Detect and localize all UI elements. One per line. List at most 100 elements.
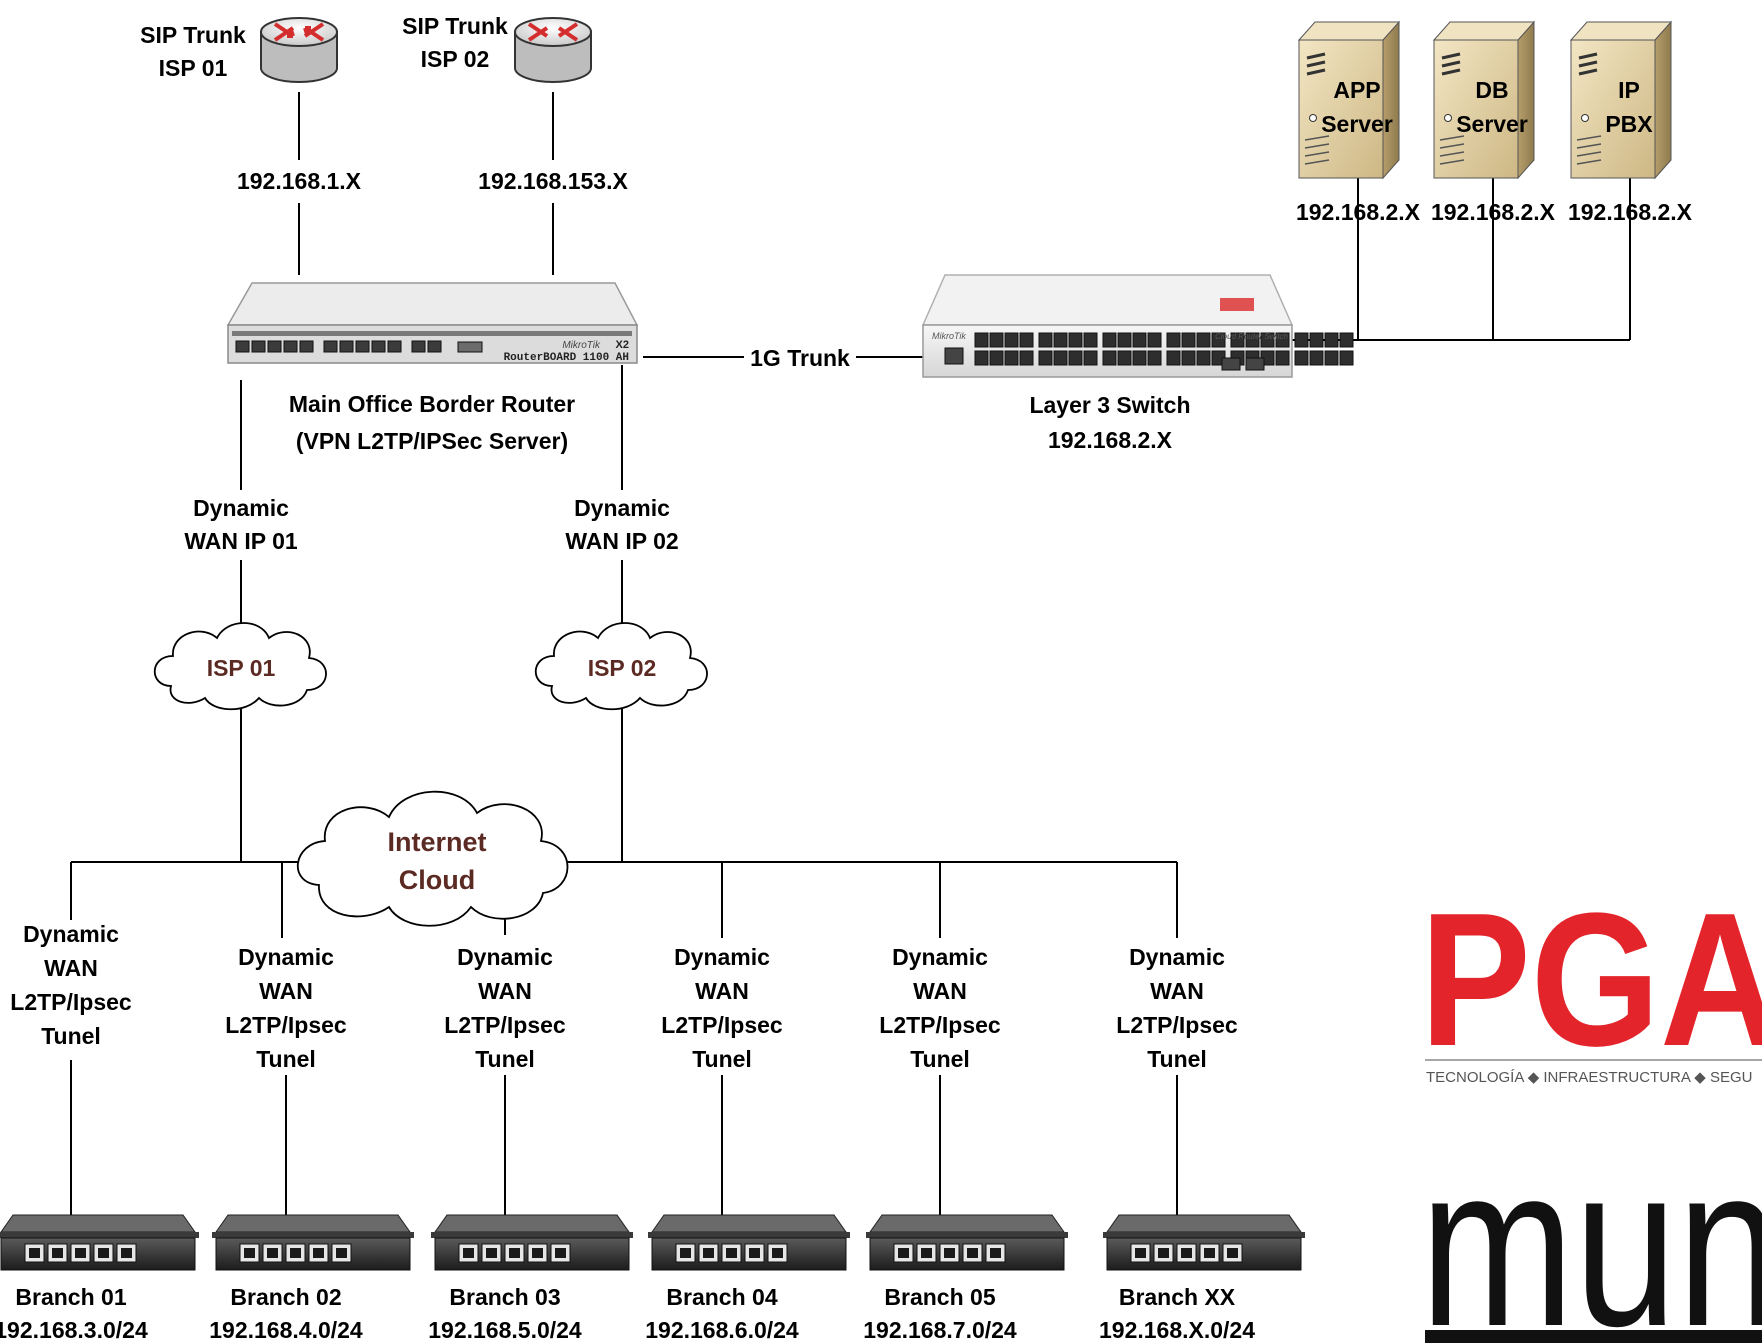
tunnel-label-line2: WAN [44, 955, 98, 981]
branch-subnet: 192.168.4.0/24 [209, 1317, 363, 1343]
tunnel-label-line4: Tunel [475, 1046, 535, 1072]
server-vent [1576, 143, 1602, 149]
ethernet-port [1083, 332, 1098, 348]
ethernet-port [1019, 332, 1034, 348]
sip2-label-line1: SIP Trunk [402, 13, 508, 39]
ethernet-port [1038, 332, 1053, 348]
ethernet-port [1339, 350, 1354, 366]
branch-subnet: 192.168.X.0/24 [1099, 1317, 1255, 1343]
server-slot [1441, 52, 1461, 60]
tunnel-label-line3: L2TP/Ipsec [661, 1012, 783, 1038]
port-hole [1204, 1248, 1215, 1258]
main-office-router: MikroTik X2 RouterBOARD 1100 AH Main Off… [226, 282, 639, 454]
server-ip: 192.168.2.X [1568, 199, 1693, 225]
server-slot [1306, 60, 1326, 68]
router-model-x2: X2 [616, 339, 629, 351]
branch-subnet: 192.168.6.0/24 [645, 1317, 799, 1343]
server-vent [1576, 151, 1602, 157]
ethernet-port [323, 340, 338, 353]
ethernet-port [1132, 332, 1147, 348]
branch-subnet: 192.168.5.0/24 [428, 1317, 582, 1343]
port-hole [121, 1248, 132, 1258]
tunnel-label-line3: L2TP/Ipsec [10, 989, 132, 1015]
server-led [1581, 114, 1589, 122]
internet-cloud-line1: Internet [387, 827, 486, 857]
mun-logo: MUN [1420, 1117, 1762, 1343]
server-name-line1: DB [1475, 77, 1508, 103]
server-vent [1304, 143, 1330, 149]
ethernet-port [339, 340, 354, 353]
port-hole [1135, 1248, 1146, 1258]
ethernet-port [974, 350, 989, 366]
router-label-line1: Main Office Border Router [289, 391, 575, 417]
switch-brand: MikroTik [932, 331, 966, 341]
router-icon [514, 17, 592, 83]
port-hole [244, 1248, 255, 1258]
server-top [1297, 21, 1401, 41]
server-led [1309, 114, 1317, 122]
router-ports [235, 340, 483, 353]
ethernet-port [1196, 350, 1211, 366]
branch-router-top [0, 1214, 196, 1233]
port-hole [1158, 1248, 1169, 1258]
server-slot [1306, 52, 1326, 60]
tunnel-label-line1: Dynamic [1129, 944, 1225, 970]
cloud-shape [534, 622, 708, 711]
switch-badge: Cloud Router Switch [1215, 332, 1288, 341]
port-hole [1227, 1248, 1238, 1258]
switch-label-line2: 192.168.2.X [1048, 427, 1173, 453]
ethernet-port [427, 340, 442, 353]
branch-router-flange [1103, 1232, 1305, 1238]
tunnel-label-line2: WAN [695, 978, 749, 1004]
switch-indicator [1220, 298, 1254, 311]
ethernet-port [1019, 350, 1034, 366]
port-hole [944, 1248, 955, 1258]
sip2-label-line2: ISP 02 [421, 46, 490, 72]
tunnel-label-line4: Tunel [692, 1046, 752, 1072]
port-hole [921, 1248, 932, 1258]
server-vent [1439, 135, 1465, 141]
ethernet-port [1324, 350, 1339, 366]
ethernet-port [371, 340, 386, 353]
server-vent [1304, 151, 1330, 157]
ethernet-port [1147, 332, 1162, 348]
ethernet-port [299, 340, 314, 353]
server-name-line1: APP [1333, 77, 1380, 103]
isp02-cloud: ISP 02 [534, 622, 708, 711]
ethernet-port [974, 332, 989, 348]
branch-name: Branch XX [1119, 1284, 1236, 1310]
branch-router-top [1106, 1214, 1302, 1233]
ethernet-port [1166, 332, 1181, 348]
router-label-line2: (VPN L2TP/IPSec Server) [296, 428, 568, 454]
ethernet-port [283, 340, 298, 353]
wan1-line2: WAN IP 01 [184, 528, 298, 554]
port-hole [98, 1248, 109, 1258]
ethernet-port [387, 340, 402, 353]
ethernet-port [1275, 350, 1290, 366]
sfp-plus-port [1221, 357, 1241, 371]
branch-router-top [869, 1214, 1065, 1233]
port-hole [726, 1248, 737, 1258]
server-front [1570, 39, 1656, 179]
ethernet-port [1004, 350, 1019, 366]
server-front [1433, 39, 1519, 179]
tunnel-label-line3: L2TP/Ipsec [444, 1012, 566, 1038]
branch-router-flange [866, 1232, 1068, 1238]
port-hole [967, 1248, 978, 1258]
server-side [1654, 20, 1672, 180]
server-vent [1576, 159, 1602, 165]
branch-name: Branch 02 [230, 1284, 341, 1310]
port-hole [336, 1248, 347, 1258]
server-slot [1578, 52, 1598, 60]
ethernet-port [1324, 332, 1339, 348]
server-name-line2: Server [1321, 111, 1393, 137]
port-hole [463, 1248, 474, 1258]
server-vent [1304, 159, 1330, 165]
tunnel-label-line1: Dynamic [238, 944, 334, 970]
server-side [1517, 20, 1535, 180]
tunnel-label-line1: Dynamic [23, 921, 119, 947]
